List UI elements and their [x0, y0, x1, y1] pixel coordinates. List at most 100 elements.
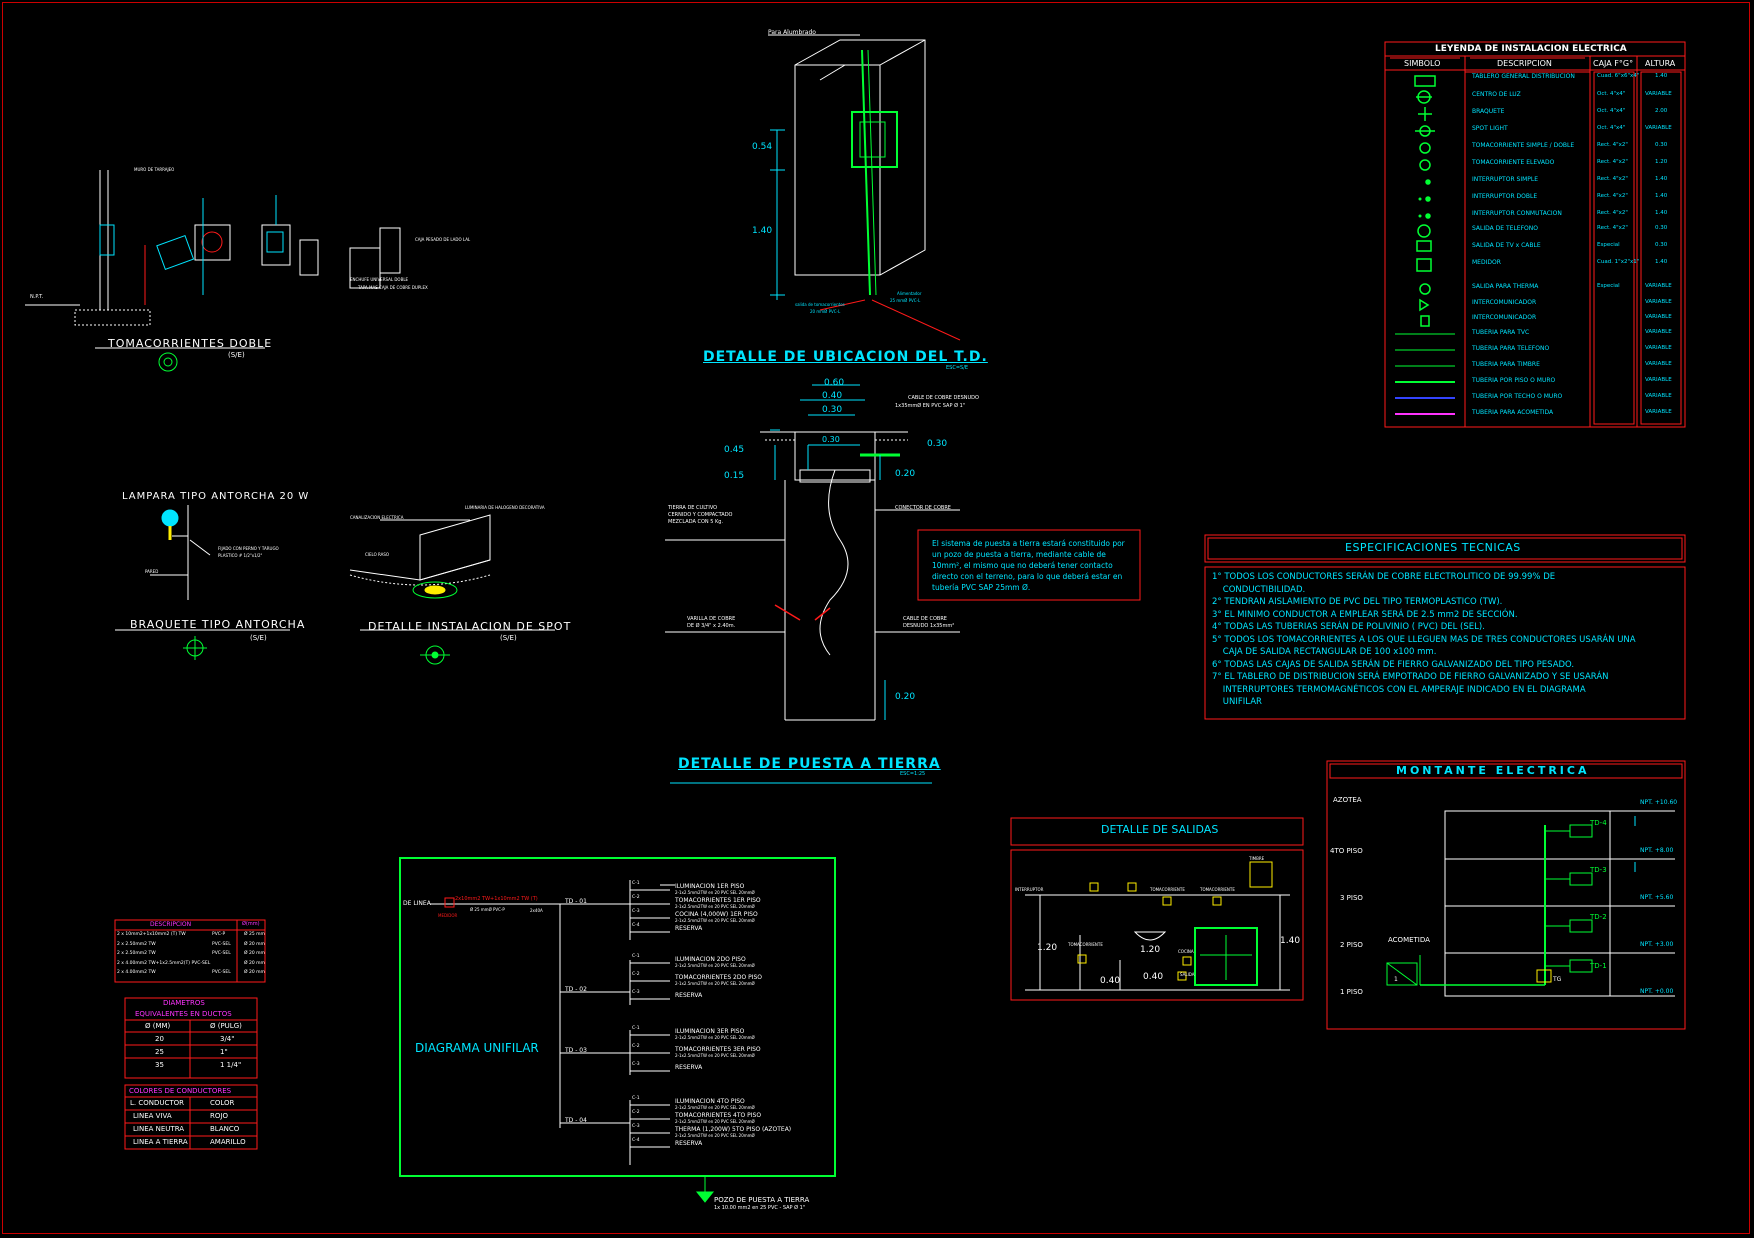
- montante-tg: TG: [1553, 976, 1562, 983]
- unifilar-circuit-label: TOMACORRIENTES 3ER PISO: [675, 1046, 761, 1053]
- legend-row-desc: INTERRUPTOR DOBLE: [1472, 193, 1538, 200]
- unifilar-circuit-label: TOMACORRIENTES 2DO PISO: [675, 974, 763, 981]
- ground-d2: 0.40: [822, 391, 843, 401]
- lamp-note2: PLASTICO # 1/2"x1/2": [218, 553, 263, 558]
- legend-row-caja: Rect. 4"x2": [1597, 159, 1628, 165]
- unifilar-circuit-label: ILUMINACION 1ER PISO: [675, 883, 745, 890]
- desc-row-duct: PVC-P: [212, 932, 226, 937]
- diam-row-pulg: 1": [220, 1048, 228, 1056]
- spot-label-1: CANALIZACION ELECTRICA: [350, 515, 404, 520]
- legend-row-caja: Rect. 4"x2": [1597, 176, 1628, 182]
- montante-npt-1: NPT. +8.00: [1640, 847, 1674, 854]
- salidas-l4: TOMACORRIENTE: [1068, 942, 1103, 947]
- unifilar-circuit-label: RESERVA: [675, 925, 703, 932]
- ground-l3: CONECTOR DE COBRE: [895, 505, 951, 511]
- montante-td-1: TD-1: [1590, 962, 1607, 970]
- desc-row-conductor: 2 x 4.00mm2 TW: [117, 970, 156, 975]
- desc-row-conductor: 2 x 2.50mm2 TW: [117, 941, 156, 947]
- unifilar-circuit-label: TOMACORRIENTES 1ER PISO: [675, 897, 761, 904]
- small-tables: [114, 919, 266, 1150]
- montante-floor-4: 4TO PISO: [1330, 847, 1363, 855]
- legend-row-desc: TUBERIA PARA TIMBRE: [1472, 361, 1540, 368]
- legend-row-desc: SALIDA DE TELEFONO: [1472, 225, 1538, 232]
- legend-row-altura: VARIABLE: [1645, 91, 1672, 97]
- ground-detail: [665, 384, 1141, 784]
- outlet-wall-label: MURO DE TARRAJEO: [134, 167, 175, 172]
- legend-row-desc: TUBERIA POR TECHO O MURO: [1472, 393, 1563, 400]
- ground-d7: 0.20: [895, 469, 916, 479]
- legend-row-altura: 0.30: [1655, 242, 1668, 248]
- td-left-bottom: salida de tomacorrientes: [795, 302, 845, 307]
- lamp-wall: PARED: [145, 569, 159, 574]
- unifilar-board-name: TD - 01: [565, 898, 587, 905]
- desc-row-conductor: 2 x 10mm2+1x10mm2 (T) TW: [117, 932, 186, 937]
- diam-row-mm: 35: [155, 1061, 164, 1069]
- montante-npt-4: NPT. +0.00: [1640, 988, 1674, 995]
- outlet-detail: [25, 170, 401, 372]
- unifilar-circuit-label: ILUMINACION 3ER PISO: [675, 1028, 745, 1035]
- legend-row-desc: TUBERIA PARA ACOMETIDA: [1472, 409, 1554, 416]
- legend-row-caja: Rect. 4"x2": [1597, 225, 1628, 231]
- legend-row-caja: Oct. 4"x4": [1597, 108, 1626, 114]
- td-dim-140: 1.40: [752, 226, 773, 236]
- colors-h2: COLOR: [210, 1099, 235, 1107]
- spec-line: CONDUCTIBILIDAD.: [1212, 584, 1306, 595]
- salidas-d1: 1.20: [1037, 943, 1058, 953]
- diam-h2: Ø (PULG): [210, 1022, 242, 1030]
- specs-box: [1204, 534, 1686, 720]
- montante-npt-2: NPT. +5.60: [1640, 894, 1674, 901]
- montante-floor-azotea: AZOTEA: [1333, 796, 1362, 804]
- ground-l8: DE Ø 3/4" x 2.40m.: [687, 623, 736, 629]
- unifilar-circuit-code: C-2: [632, 1044, 640, 1049]
- diam-title2: EQUIVALENTES EN DUCTOS: [135, 1010, 232, 1018]
- salidas-d2: 1.20: [1140, 945, 1161, 955]
- unifilar-circuit-label: RESERVA: [675, 1064, 703, 1071]
- spec-line: CAJA DE SALIDA RECTANGULAR DE 100 x100 m…: [1212, 647, 1437, 657]
- ground-l2: 1x35mmØ EN PVC SAP Ø 1": [895, 403, 966, 409]
- diam-row-pulg: 1 1/4": [220, 1061, 242, 1069]
- legend-row-desc: TUBERIA PARA TELEFONO: [1472, 345, 1550, 352]
- unifilar-de-linea: DE LINEA: [403, 900, 431, 907]
- legend-row-caja: Cuad. 6"x6"x4": [1597, 73, 1640, 79]
- legend-row-altura: 1.20: [1655, 159, 1668, 165]
- ground-d5: 0.15: [724, 471, 745, 481]
- unifilar-circuit-code: C-1: [632, 1026, 640, 1031]
- unifilar-circuit-subtext: 2-1x2.5mm2TW en 20 PVC SEL 20mmØ: [675, 890, 755, 895]
- desc-row-diameter: Ø 20 mm: [244, 960, 265, 966]
- unifilar-circuit-code: C-4: [632, 1138, 640, 1143]
- legend-symbols: [1395, 75, 1455, 415]
- unifilar-circuit-code: C-2: [632, 895, 640, 900]
- ground-d1: 0.60: [824, 378, 845, 388]
- legend-row-desc: SPOT LIGHT: [1472, 125, 1508, 132]
- legend-row-altura: 1.40: [1655, 193, 1668, 199]
- diam-h1: Ø (MM): [145, 1022, 171, 1030]
- spec-line: 1° TODOS LOS CONDUCTORES SERÁN DE COBRE …: [1212, 572, 1556, 582]
- montante-floor-3: 3 PISO: [1340, 894, 1363, 902]
- ground-d9: 0.30: [927, 439, 948, 449]
- color-row-line: LINEA VIVA: [133, 1112, 172, 1120]
- color-row-line: LINEA A TIERRA: [133, 1138, 188, 1146]
- unifilar-circuit-code: C-2: [632, 1110, 640, 1115]
- desc-row-conductor: 2 x 4.00mm2 TW+1x2.5mm2(T) PVC-SEL: [117, 960, 211, 966]
- montante-med: 1: [1394, 976, 1398, 983]
- unifilar-board-name: TD - 04: [565, 1117, 587, 1124]
- color-row-color: BLANCO: [210, 1125, 240, 1133]
- legend-row-altura: 1.40: [1655, 210, 1668, 216]
- unifilar-pozo2: 1x 10.00 mm2 en 25 PVC - SAP Ø 1": [714, 1205, 806, 1211]
- unifilar-circuit-label: TOMACORRIENTES 4TO PISO: [675, 1112, 762, 1119]
- unifilar-circuit-code: C-1: [632, 954, 640, 959]
- legend-table-lines: [1384, 41, 1686, 428]
- ground-d3: 0.30: [822, 405, 843, 415]
- legend-title: LEYENDA DE INSTALACION ELECTRICA: [1435, 44, 1627, 54]
- ground-l9: CABLE DE COBRE: [903, 616, 947, 622]
- spec-line: 2° TENDRAN AISLAMIENTO DE PVC DEL TIPO T…: [1212, 597, 1503, 607]
- legend-row-altura: VARIABLE: [1645, 361, 1672, 367]
- legend-row-desc: TABLERO GENERAL DISTRIBUCION: [1472, 73, 1575, 80]
- ground-l4: TIERRA DE CULTIVO: [668, 505, 718, 511]
- salidas-title: DETALLE DE SALIDAS: [1101, 823, 1219, 836]
- legend-row-altura: VARIABLE: [1645, 125, 1672, 131]
- color-row-color: AMARILLO: [210, 1138, 246, 1146]
- legend-row-altura: VARIABLE: [1645, 283, 1672, 289]
- ground-scale: ESC=1:25: [900, 771, 926, 777]
